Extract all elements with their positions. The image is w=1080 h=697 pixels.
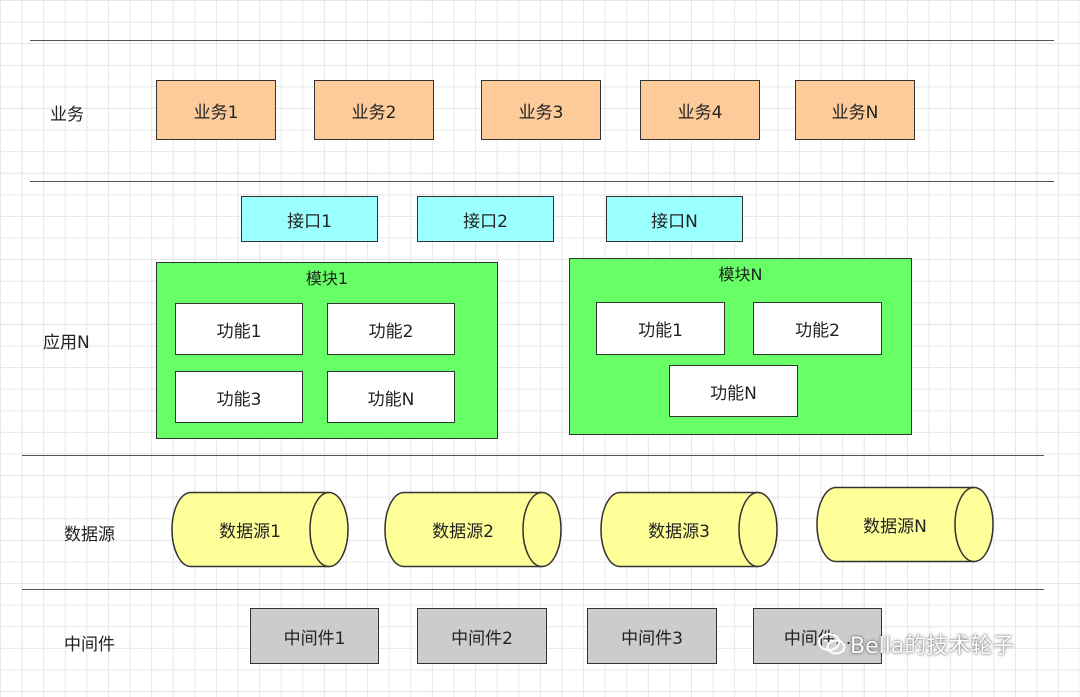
datasource-n-label: 数据源N <box>863 517 927 537</box>
module-1-function-2: 功能2 <box>327 303 455 355</box>
interface-box-2: 接口2 <box>417 196 554 242</box>
middleware-box-3: 中间件3 <box>587 608 717 664</box>
separator-business-app <box>30 181 1054 182</box>
business-box-3: 业务3 <box>481 80 601 140</box>
cylinder-shape <box>816 486 994 563</box>
module-n-function-2: 功能2 <box>753 302 882 355</box>
separator-datasource-middleware <box>22 589 1044 590</box>
datasource-1: 数据源1 <box>171 491 351 568</box>
watermark-text: Bella的技术轮子 <box>850 634 1015 659</box>
middleware-box-4: 中间件... <box>753 608 882 664</box>
separator-top <box>30 40 1054 41</box>
middleware-box-2: 中间件2 <box>417 608 547 664</box>
cylinder-shape <box>600 491 778 568</box>
cylinder-shape <box>384 491 562 568</box>
module-n-title: 模块N <box>718 265 763 284</box>
layer-label-business: 业务 <box>50 105 84 125</box>
datasource-1-label: 数据源1 <box>219 522 281 542</box>
middleware-box-1: 中间件1 <box>250 608 379 664</box>
business-box-4: 业务4 <box>640 80 760 140</box>
watermark: Bella的技术轮子 <box>818 628 1014 660</box>
module-n-function-n: 功能N <box>669 365 798 417</box>
business-box-2: 业务2 <box>314 80 434 140</box>
layer-label-middleware: 中间件 <box>64 635 115 655</box>
interface-box-n: 接口N <box>606 196 743 242</box>
business-box-1: 业务1 <box>156 80 276 140</box>
business-box-n: 业务N <box>795 80 915 140</box>
cylinder-shape <box>171 491 349 568</box>
separator-app-datasource <box>22 455 1044 456</box>
interface-box-1: 接口1 <box>241 196 378 242</box>
layer-label-application: 应用N <box>43 333 90 353</box>
module-1-function-3: 功能3 <box>175 371 303 423</box>
datasource-3: 数据源3 <box>600 491 780 568</box>
datasource-n: 数据源N <box>816 486 996 563</box>
datasource-2-label: 数据源2 <box>432 522 494 542</box>
module-1-function-n: 功能N <box>327 371 455 423</box>
module-1-title: 模块1 <box>305 269 349 288</box>
datasource-2: 数据源2 <box>384 491 564 568</box>
module-n-function-1: 功能1 <box>596 302 725 355</box>
layer-label-datasource: 数据源 <box>64 525 115 545</box>
datasource-3-label: 数据源3 <box>648 522 710 542</box>
wechat-icon <box>818 633 846 655</box>
module-1-function-1: 功能1 <box>175 303 303 355</box>
